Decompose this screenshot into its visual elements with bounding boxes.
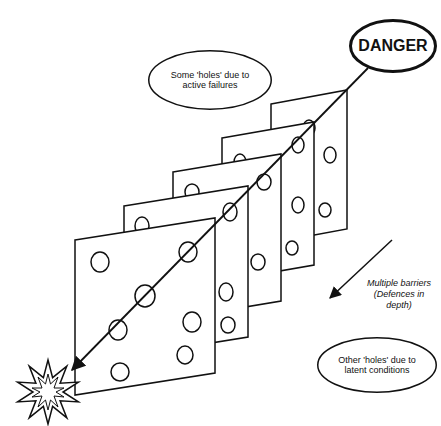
slice-holes [91,242,201,381]
oval-shape [351,21,436,72]
hazard-text: DANGER [358,37,427,55]
oval-shape [149,51,272,110]
hazard-trajectory [72,68,368,370]
oval-shape [318,338,437,393]
hazard-oval: DANGER [349,19,437,73]
callout-text: Some 'holes' due to active failures [165,70,255,91]
callout-oval: Some 'holes' due to active failures [148,50,272,110]
accident-burst [18,360,79,424]
barrier-slices [75,90,347,395]
annotation-label: Multiple barriers (Defences in depth) [366,278,432,310]
callout-text: Other 'holes' due to latent conditions [333,355,421,376]
accident-burst-inner [32,374,64,410]
callout-oval: Other 'holes' due to latent conditions [317,337,437,393]
